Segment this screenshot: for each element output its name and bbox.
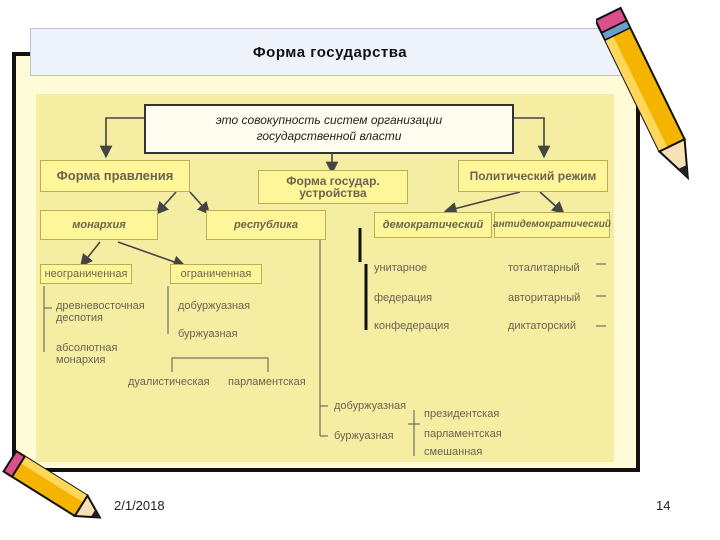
definition-box: это совокупность систем организации госу… <box>144 104 514 154</box>
label-ancient-eastern-1: древневосточная <box>56 300 145 312</box>
slide-title: Форма государства <box>30 28 630 76</box>
state-structure-line-2: устройства <box>299 186 367 200</box>
box-republic: республика <box>206 210 326 240</box>
box-state-structure: Форма государ. устройства <box>258 170 408 204</box>
box-limited: ограниченная <box>170 264 262 284</box>
definition-line-2: государственной власти <box>256 129 402 143</box>
label-bourgeois-republic: буржуазная <box>334 430 394 442</box>
box-democratic: демократический <box>374 212 492 238</box>
diagram-panel <box>36 94 614 462</box>
state-structure-line-1: Форма государ. <box>286 174 380 188</box>
box-political-regime: Политический режим <box>458 160 608 192</box>
box-form-of-government: Форма правления <box>40 160 190 192</box>
label-dualistic: дуалистическая <box>128 376 210 388</box>
footer-date: 2/1/2018 <box>114 498 165 513</box>
label-absolute-2: монархия <box>56 354 106 366</box>
pencil-top-right-icon <box>596 6 690 181</box>
label-absolute-1: абсолютная <box>56 342 118 354</box>
label-pre-bourgeois-republic: добуржуазная <box>334 400 407 412</box>
label-confederation: конфедерация <box>374 320 450 332</box>
label-unitary: унитарное <box>374 262 428 274</box>
label-authoritarian: авторитарный <box>508 292 581 304</box>
pencil-bottom-left-icon <box>2 449 102 519</box>
footer-page-number: 14 <box>656 498 671 513</box>
label-parliamentary-republic: парламентская <box>424 428 502 440</box>
label-totalitarian: тоталитарный <box>508 262 580 274</box>
label-pre-bourgeois-monarchy: добуржуазная <box>178 300 251 312</box>
box-monarchy: монархия <box>40 210 158 240</box>
definition-line-1: это совокупность систем организации <box>215 113 443 127</box>
label-federation: федерация <box>374 292 433 304</box>
label-bourgeois-monarchy: буржуазная <box>178 328 238 340</box>
label-presidential: президентская <box>424 408 500 420</box>
box-unlimited: неограниченная <box>40 264 132 284</box>
label-mixed: смешанная <box>424 446 483 458</box>
label-ancient-eastern-2: деспотия <box>56 312 104 324</box>
label-parliamentary-monarchy: парламентская <box>228 376 306 388</box>
box-antidemocratic: антидемократический <box>493 212 611 238</box>
label-dictatorial: диктаторский <box>508 320 577 332</box>
